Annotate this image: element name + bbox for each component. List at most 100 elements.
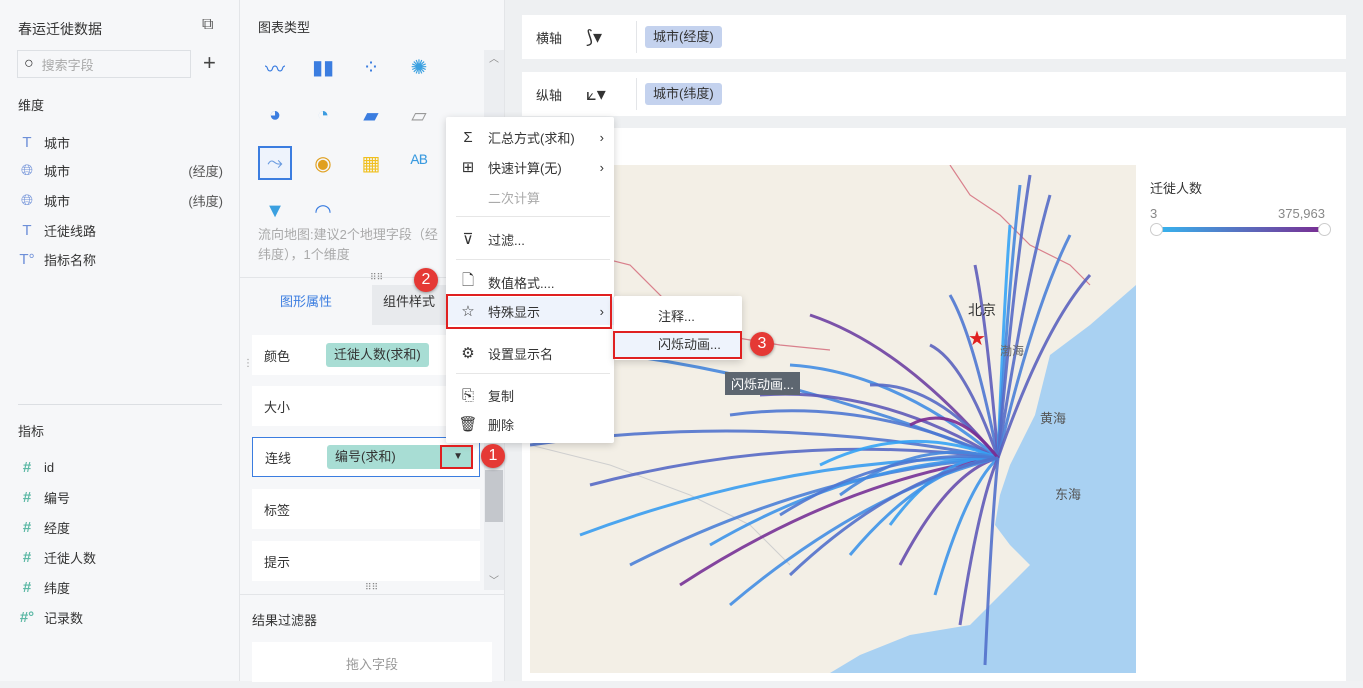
drag-handle-icon[interactable]: ⋮ [243, 358, 253, 369]
flow-line[interactable] [973, 264, 1000, 459]
flow-line[interactable] [996, 234, 1072, 459]
search-input[interactable]: ○ 搜索字段 [17, 50, 191, 78]
flow-line[interactable] [909, 416, 1000, 459]
menu-item-delete[interactable]: 🗑︎删除 [446, 410, 614, 438]
highlight-special-display [446, 294, 612, 329]
scroll-down-icon[interactable]: ﹀ [489, 576, 499, 587]
measure-item[interactable]: #纬度 [18, 576, 223, 598]
axis-type-icon[interactable]: ⟆▾ [586, 26, 603, 47]
measure-item[interactable]: #编号 [18, 486, 223, 508]
word-cloud-icon[interactable]: ᴬᴮ [410, 151, 428, 174]
bar-chart-icon[interactable]: ▮▮ [311, 56, 334, 79]
flow-line[interactable] [958, 457, 1000, 626]
bubble-chart-icon[interactable]: ✺ [410, 56, 428, 79]
flow-line[interactable] [729, 409, 999, 460]
field-chip[interactable]: 编号(求和)▼ [327, 445, 473, 469]
measure-item[interactable]: #id [18, 456, 223, 478]
measure-item[interactable]: #迁徙人数 [18, 546, 223, 568]
flow-line[interactable] [779, 454, 999, 517]
dimension-item[interactable]: 🌐︎城市(经度) [18, 159, 223, 181]
switch-dataset-icon[interactable]: ⧉ [202, 16, 214, 33]
flow-line[interactable] [839, 450, 999, 497]
scroll-up-icon[interactable]: ︿ [489, 54, 499, 65]
flow-line[interactable] [996, 174, 1032, 459]
prop-size[interactable]: 大小 [252, 386, 480, 426]
flow-line[interactable] [709, 456, 999, 547]
chevron-right-icon: › [599, 303, 604, 319]
prop-tooltip[interactable]: 提示 [252, 541, 480, 581]
menu-item-secondary-calc[interactable]: 二次计算 [488, 190, 541, 206]
flow-line[interactable] [929, 343, 1000, 459]
funnel-chart-icon[interactable]: ▼ [265, 199, 285, 222]
heat-map-icon[interactable]: ◉ [314, 152, 332, 175]
region-map-icon[interactable]: ▰ [363, 104, 379, 127]
resize-handle[interactable]: ⠿⠿ [365, 582, 379, 592]
flow-map-icon[interactable]: ⤳ [258, 146, 292, 180]
field-name: 迁徙人数 [44, 550, 97, 566]
menu-label: 设置显示名 [488, 346, 554, 362]
y-axis-field[interactable]: 城市(纬度) [645, 83, 722, 105]
menu-item-filter[interactable]: ⊽ 过滤... [446, 225, 614, 253]
rose-chart-icon[interactable]: ◔ [316, 103, 330, 126]
x-axis-field[interactable]: 城市(经度) [645, 26, 722, 48]
line-chart-icon[interactable]: 〰 [265, 58, 285, 81]
y-axis-row[interactable]: 纵轴 ⟀▾ 城市(纬度) [522, 72, 1346, 116]
submenu-item-annotation[interactable]: 注释... [658, 309, 695, 324]
flow-line[interactable] [996, 194, 1052, 459]
tab-graph-properties[interactable]: 图形属性 [240, 285, 372, 325]
tab-component-style[interactable]: 组件样式 [372, 285, 446, 325]
flow-line[interactable] [789, 363, 999, 460]
prop-line[interactable]: 连线编号(求和)▼ [252, 437, 480, 477]
prop-color[interactable]: 颜色迁徙人数(求和) [252, 335, 480, 375]
dimension-item[interactable]: 🌐︎城市(纬度) [18, 189, 223, 211]
flow-line[interactable] [788, 456, 999, 577]
flow-map[interactable]: 北京 ★ 渤海 黄海 东海 [530, 165, 1136, 673]
menu-label: 汇总方式(求和) [488, 130, 575, 146]
filter-drop-zone[interactable]: 拖入字段 [252, 642, 492, 682]
pie-chart-icon[interactable]: ◕ [268, 103, 282, 126]
dropdown-arrow-icon[interactable]: ▼ [453, 451, 463, 462]
measure-item[interactable]: #经度 [18, 516, 223, 538]
field-name: id [44, 459, 55, 475]
menu-item-special-display[interactable]: ☆特殊显示› [446, 297, 614, 325]
sea [830, 285, 1136, 673]
menu-label: 过滤... [488, 232, 525, 248]
flow-line[interactable] [729, 456, 999, 607]
flow-line[interactable] [629, 456, 999, 567]
prop-label[interactable]: 标签 [252, 489, 480, 529]
scatter-chart-icon[interactable]: ⁘ [362, 56, 380, 79]
treemap-icon[interactable]: ▦ [361, 152, 381, 175]
x-axis-row[interactable]: 横轴 ⟆▾ 城市(经度) [522, 15, 1346, 59]
copy-icon: ⎘ [461, 386, 474, 404]
divider[interactable] [18, 404, 222, 405]
field-chip[interactable]: 迁徙人数(求和) [326, 343, 429, 367]
axis-type-icon[interactable]: ⟀▾ [586, 83, 606, 104]
point-map-icon[interactable]: ▱ [411, 104, 427, 127]
scrollbar-thumb[interactable] [485, 470, 503, 522]
submenu-item-flash-animation[interactable]: 闪烁动画... [614, 332, 742, 358]
legend-min-handle[interactable] [1150, 223, 1163, 236]
flow-line[interactable] [996, 274, 1092, 459]
menu-item-number-format[interactable]: 🗋︎数值格式.... [446, 268, 614, 296]
legend-max-handle[interactable] [1318, 223, 1331, 236]
flow-line[interactable] [983, 457, 1000, 666]
menu-item-copy[interactable]: ⎘复制 [446, 381, 614, 409]
filter-icon: ⊽ [462, 231, 474, 248]
flow-line[interactable] [948, 294, 1000, 459]
map-label-beijing: 北京 [968, 302, 996, 318]
menu-item-quick-calc[interactable]: ⊞快速计算(无)› [446, 153, 614, 181]
resize-handle[interactable]: ⠿⠿ [370, 272, 384, 282]
flow-line[interactable] [579, 456, 999, 537]
gauge-chart-icon[interactable]: ◠ [314, 200, 332, 223]
add-field-button[interactable]: + [203, 50, 216, 75]
text-icon: T [22, 133, 32, 151]
dimension-item[interactable]: T°指标名称 [18, 248, 223, 270]
menu-item-display-name[interactable]: ⚙设置显示名 [446, 339, 614, 367]
flow-line[interactable] [819, 439, 999, 467]
measure-item[interactable]: #°记录数 [18, 606, 223, 628]
chart-hint: 流向地图:建议2个地理字段（经 [258, 227, 438, 242]
flow-line[interactable] [933, 456, 1000, 596]
